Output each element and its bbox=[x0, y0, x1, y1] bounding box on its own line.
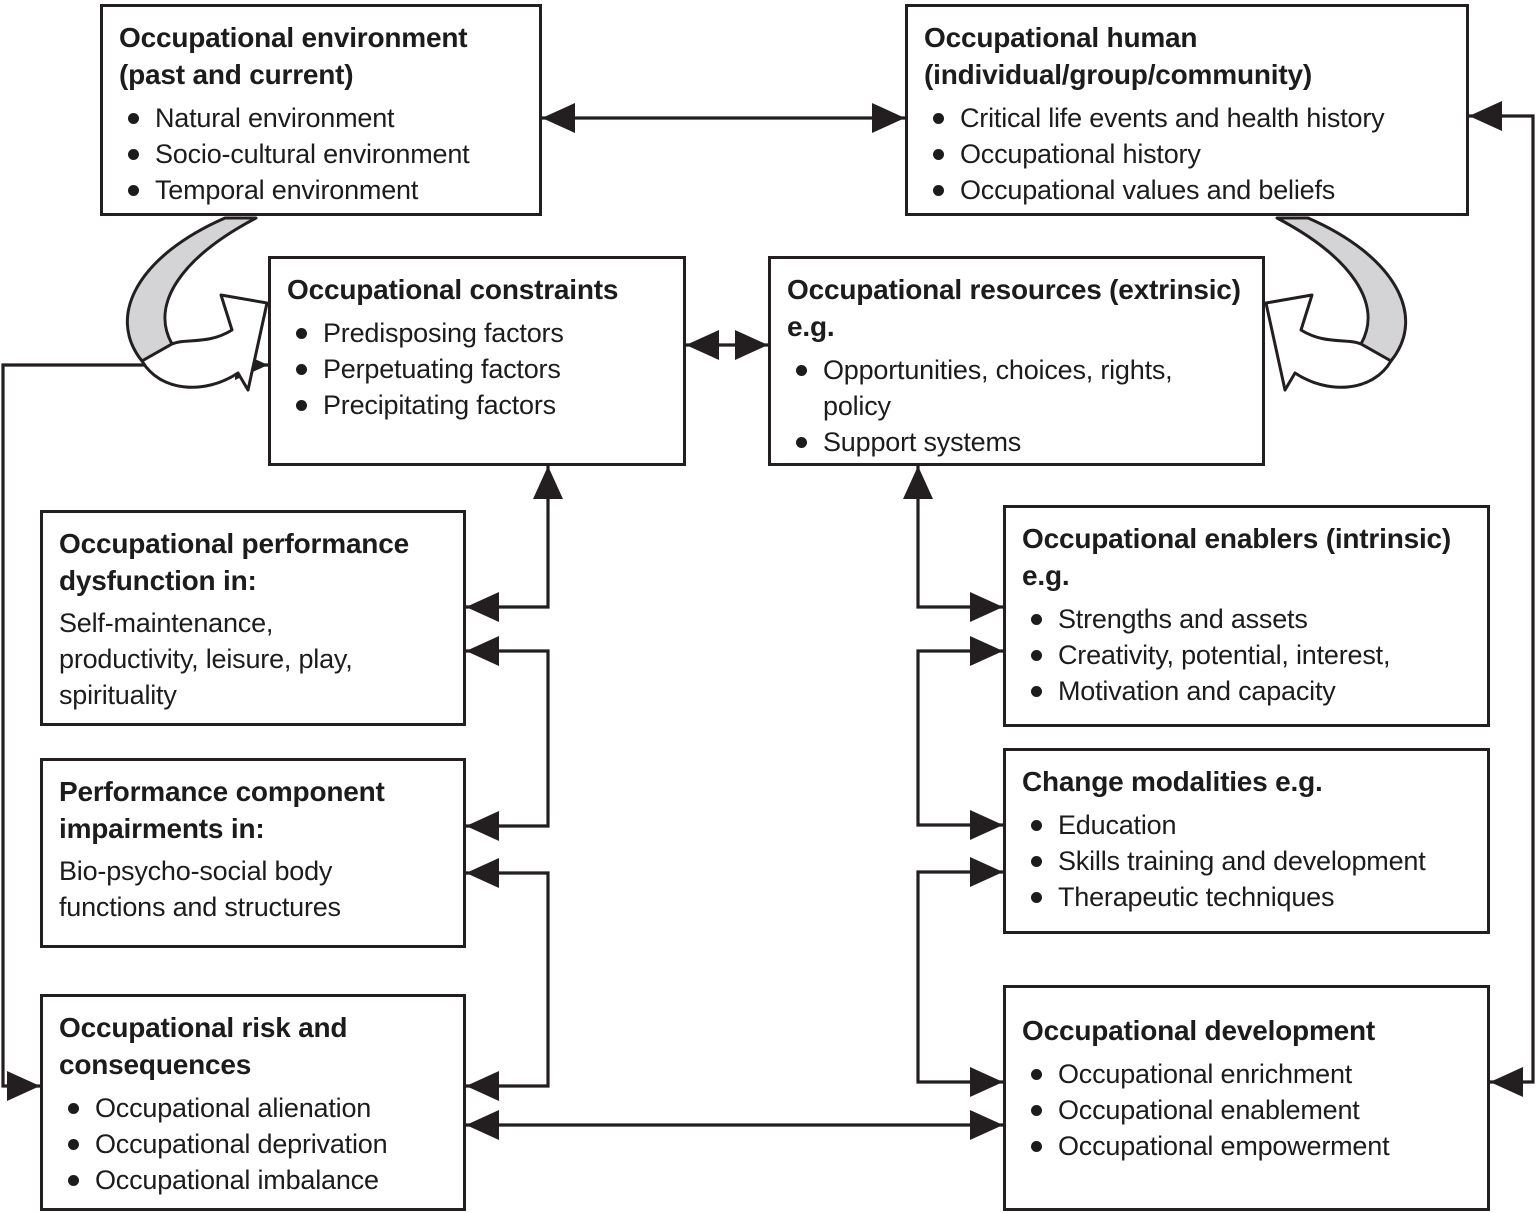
arrow-environment-human bbox=[542, 103, 905, 133]
arrow-impairments-risk bbox=[466, 858, 550, 1101]
box-title: Occupational human (individual/group/com… bbox=[924, 22, 1312, 90]
box-occupational-human: Occupational human (individual/group/com… bbox=[905, 4, 1469, 216]
bullet-item: Perpetuating factors bbox=[287, 351, 667, 387]
box-occupational-constraints: Occupational constraints Predisposing fa… bbox=[268, 256, 686, 466]
box-performance-dysfunction: Occupational performance dysfunction in:… bbox=[40, 510, 466, 726]
curved-arrow-human-resources bbox=[1264, 216, 1408, 392]
box-title: Occupational risk and consequences bbox=[59, 1012, 348, 1080]
bullet-item: Skills training and development bbox=[1022, 843, 1471, 879]
box-occupational-environment: Occupational environment (past and curre… bbox=[100, 4, 542, 216]
bullet-list: Predisposing factors Perpetuating factor… bbox=[287, 315, 667, 423]
box-occupational-enablers: Occupational enablers (intrinsic) e.g. S… bbox=[1003, 505, 1490, 727]
bullet-list: Natural environment Socio-cultural envir… bbox=[119, 100, 523, 208]
arrow-constraints-resources bbox=[686, 330, 768, 360]
bullet-item: Precipitating factors bbox=[287, 387, 667, 423]
box-body: Self-maintenance, productivity, leisure,… bbox=[59, 608, 353, 710]
bullet-item: Predisposing factors bbox=[287, 315, 667, 351]
bullet-list: Education Skills training and developmen… bbox=[1022, 807, 1471, 915]
bullet-list: Opportunities, choices, rights, policy S… bbox=[787, 352, 1246, 460]
arrow-enablers-modalities bbox=[916, 636, 1003, 840]
box-title: Occupational enablers (intrinsic) e.g. bbox=[1022, 523, 1452, 591]
bullet-item: Critical life events and health history bbox=[924, 100, 1450, 136]
bullet-item: Occupational imbalance bbox=[59, 1162, 447, 1198]
bullet-item: Natural environment bbox=[119, 100, 523, 136]
bullet-item: Strengths and assets bbox=[1022, 601, 1471, 637]
box-body: Bio-psycho-social body functions and str… bbox=[59, 856, 341, 922]
bullet-item: Temporal environment bbox=[119, 172, 523, 208]
bullet-list: Occupational alienation Occupational dep… bbox=[59, 1090, 447, 1198]
arrow-risk-development bbox=[466, 1110, 1003, 1140]
box-change-modalities: Change modalities e.g. Education Skills … bbox=[1003, 748, 1490, 934]
box-title: Occupational environment (past and curre… bbox=[119, 22, 468, 90]
bullet-item: Support systems bbox=[787, 424, 1246, 460]
arrow-resources-enablers bbox=[903, 466, 1003, 622]
bullet-item: Therapeutic techniques bbox=[1022, 879, 1471, 915]
bullet-item: Occupational alienation bbox=[59, 1090, 447, 1126]
arrow-dysfunction-impairments bbox=[466, 636, 550, 841]
arrow-constraints-dysfunction bbox=[466, 466, 563, 622]
bullet-item: Opportunities, choices, rights, policy bbox=[787, 352, 1246, 424]
bullet-list: Strengths and assets Creativity, potenti… bbox=[1022, 601, 1471, 709]
box-title: Change modalities e.g. bbox=[1022, 766, 1323, 797]
bullet-list: Critical life events and health history … bbox=[924, 100, 1450, 208]
box-title: Occupational performance dysfunction in: bbox=[59, 528, 409, 596]
box-occupational-risk: Occupational risk and consequences Occup… bbox=[40, 994, 466, 1211]
box-occupational-development: Occupational development Occupational en… bbox=[1003, 985, 1490, 1211]
arrow-modalities-development bbox=[916, 857, 1003, 1097]
box-title: Performance component impairments in: bbox=[59, 776, 385, 844]
bullet-item: Occupational empowerment bbox=[1022, 1128, 1471, 1164]
curved-arrow-environment-constraints bbox=[125, 216, 269, 392]
bullet-item: Creativity, potential, interest, bbox=[1022, 637, 1471, 673]
bullet-item: Occupational history bbox=[924, 136, 1450, 172]
box-component-impairments: Performance component impairments in: Bi… bbox=[40, 758, 466, 948]
bullet-item: Occupational enablement bbox=[1022, 1092, 1471, 1128]
bullet-item: Socio-cultural environment bbox=[119, 136, 523, 172]
bullet-item: Occupational enrichment bbox=[1022, 1056, 1471, 1092]
bullet-item: Motivation and capacity bbox=[1022, 673, 1471, 709]
bullet-item: Education bbox=[1022, 807, 1471, 843]
box-occupational-resources: Occupational resources (extrinsic) e.g. … bbox=[768, 256, 1265, 466]
bullet-list: Occupational enrichment Occupational ena… bbox=[1022, 1056, 1471, 1164]
box-title: Occupational development bbox=[1022, 1015, 1376, 1046]
box-title: Occupational constraints bbox=[287, 274, 619, 305]
bullet-item: Occupational values and beliefs bbox=[924, 172, 1450, 208]
box-title: Occupational resources (extrinsic) e.g. bbox=[787, 274, 1241, 342]
bullet-item: Occupational deprivation bbox=[59, 1126, 447, 1162]
